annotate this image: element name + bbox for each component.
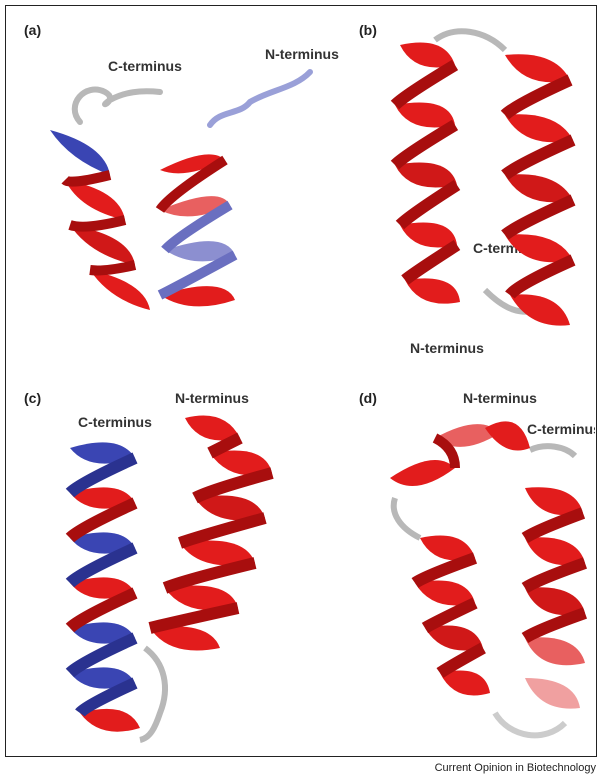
panel-a-structure xyxy=(10,10,345,375)
panel-b-structure xyxy=(345,10,595,375)
panel-a-c-loop xyxy=(75,90,160,122)
panel-d-helix-right xyxy=(525,487,585,708)
panel-d-c-tail xyxy=(530,446,575,456)
panel-a-n-loop xyxy=(210,72,310,125)
panel-d-structure xyxy=(345,378,595,756)
panel-c-loop xyxy=(140,648,165,740)
panel-a: (a) C-terminus N-terminus xyxy=(10,10,345,375)
panel-b: (b) C-terminus N-terminus xyxy=(345,10,595,375)
panel-c-helix-left xyxy=(70,442,140,731)
panel-d-loop-bottom xyxy=(495,713,565,735)
panel-b-top-loop xyxy=(435,31,505,50)
panel-c: (c) N-terminus C-terminus xyxy=(10,378,345,756)
panel-d-loop-left xyxy=(394,498,420,538)
panel-d-helix-top xyxy=(390,421,530,486)
panel-c-structure xyxy=(10,378,345,756)
journal-credit: Current Opinion in Biotechnology xyxy=(435,762,596,774)
panel-b-helix-right xyxy=(505,54,573,325)
panel-c-helix-right xyxy=(150,416,272,651)
panel-d: (d) N-terminus C-terminus xyxy=(345,378,595,756)
panel-d-helix-left xyxy=(415,536,490,696)
panel-a-helix-right xyxy=(160,154,235,306)
panel-b-helix-left xyxy=(395,43,460,304)
panel-a-helix-left xyxy=(50,130,150,310)
